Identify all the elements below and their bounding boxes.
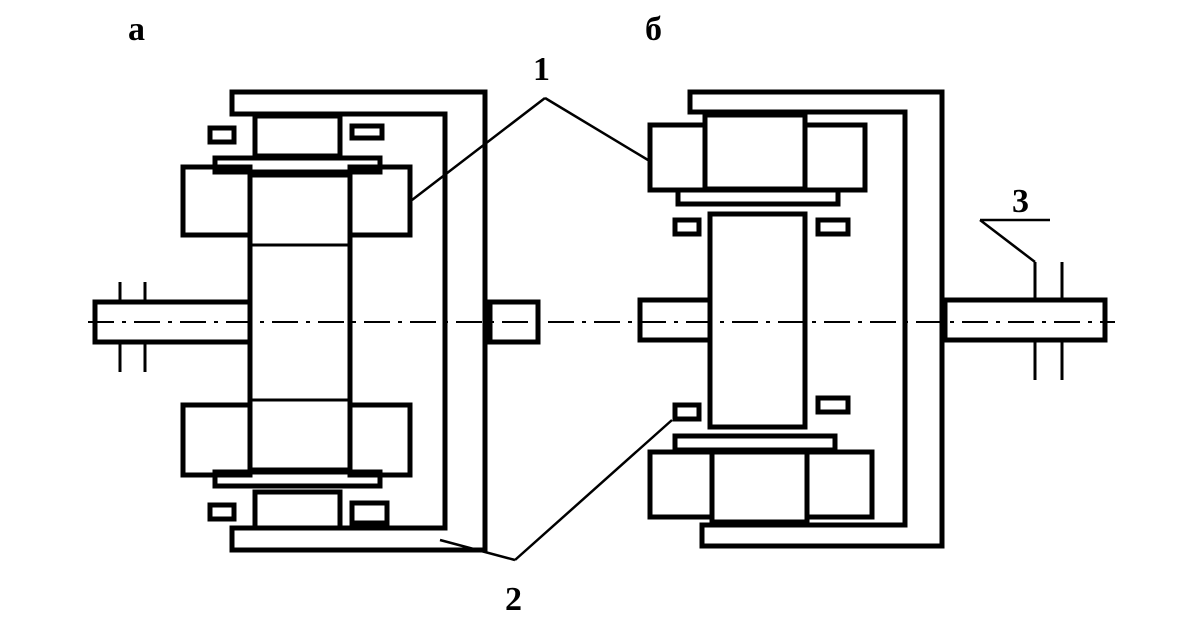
panel-a-lower-outer-part (207, 489, 390, 531)
winding-coil (802, 122, 868, 193)
panel-a-upper-outer-part (207, 113, 385, 159)
panel-b: б (637, 11, 1108, 549)
callout-1-label: 1 (533, 51, 550, 88)
panel-a-label: а (128, 11, 145, 48)
callout-3-label: 3 (1012, 183, 1029, 220)
winding-coil (180, 164, 253, 238)
winding-coil (647, 449, 715, 520)
panel-a-windings (180, 164, 413, 478)
panel-b-rotor-parts (672, 217, 851, 422)
leader-line (439, 419, 673, 562)
callout-2-label: 2 (505, 581, 522, 618)
callout-3: 3 (979, 183, 1050, 263)
callout-2: 2 (439, 419, 673, 618)
panel-b-upper-stator (647, 112, 868, 207)
winding-coil (647, 122, 708, 193)
leader-line (411, 96, 649, 201)
panel-b-rotor (707, 211, 808, 430)
panel-b-shaft (637, 262, 1108, 380)
leader-line (979, 218, 1050, 263)
panel-b-label: б (645, 11, 662, 48)
panel-a-lower-plate (212, 469, 383, 489)
winding-coil (347, 402, 413, 478)
winding-coil (347, 164, 413, 238)
winding-coil (804, 449, 875, 520)
panel-b-housing (687, 89, 945, 549)
winding-coil (180, 402, 253, 478)
panel-a: а (92, 11, 541, 553)
callout-1: 1 (411, 51, 649, 201)
panel-b-lower-stator (647, 433, 875, 525)
